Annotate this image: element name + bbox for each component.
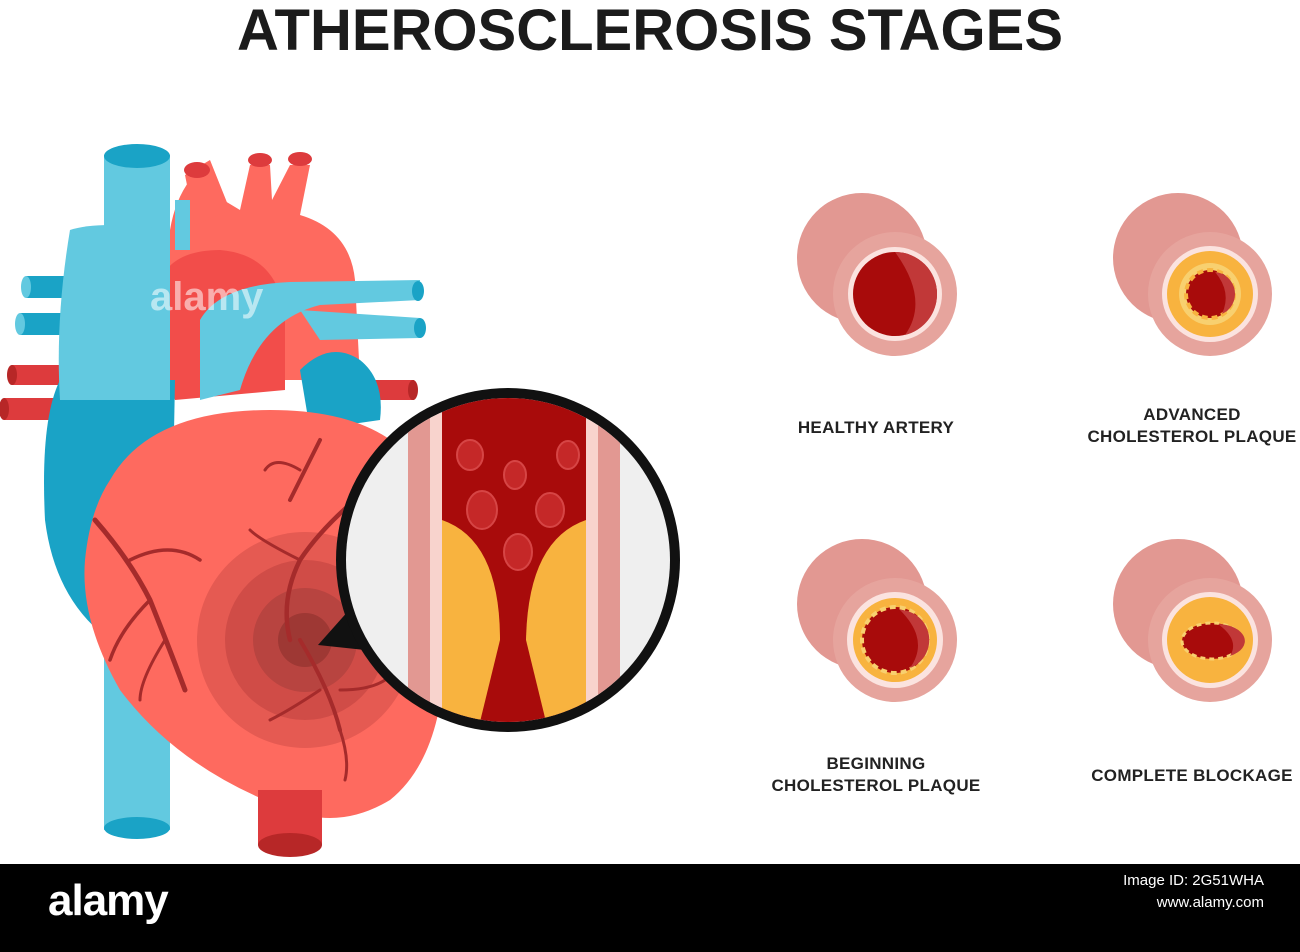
footer-bar: alamy Image ID: 2G51WHA www.alamy.com [0, 864, 1300, 952]
beginning-plaque-illustration [797, 539, 957, 702]
advanced-plaque-illustration [1113, 193, 1272, 356]
magnified-artery-view [336, 388, 680, 732]
stage-label-healthy-artery: HEALTHY ARTERY [797, 418, 955, 437]
healthy-artery-illustration [797, 193, 957, 356]
vena-cava-opening [104, 144, 170, 168]
image-reference: Image ID: 2G51WHA www.alamy.com [1123, 870, 1264, 914]
diagram-title: ATHEROSCLEROSIS STAGES [236, 0, 1064, 63]
brand-logo: alamy [48, 876, 169, 925]
image-id: Image ID: 2G51WHA [1123, 872, 1264, 889]
complete-blockage-illustration [1113, 539, 1272, 702]
stage-label-complete-blockage: COMPLETE BLOCKAGE [1091, 766, 1293, 785]
site-url: www.alamy.com [1156, 894, 1264, 911]
stage-label-advanced-plaque: ADVANCED CHOLESTEROL PLAQUE [1087, 405, 1297, 446]
heart-illustration [0, 144, 446, 857]
watermark: alamy [150, 275, 264, 319]
stage-label-beginning-plaque: BEGINNING CHOLESTEROL PLAQUE [771, 754, 981, 795]
